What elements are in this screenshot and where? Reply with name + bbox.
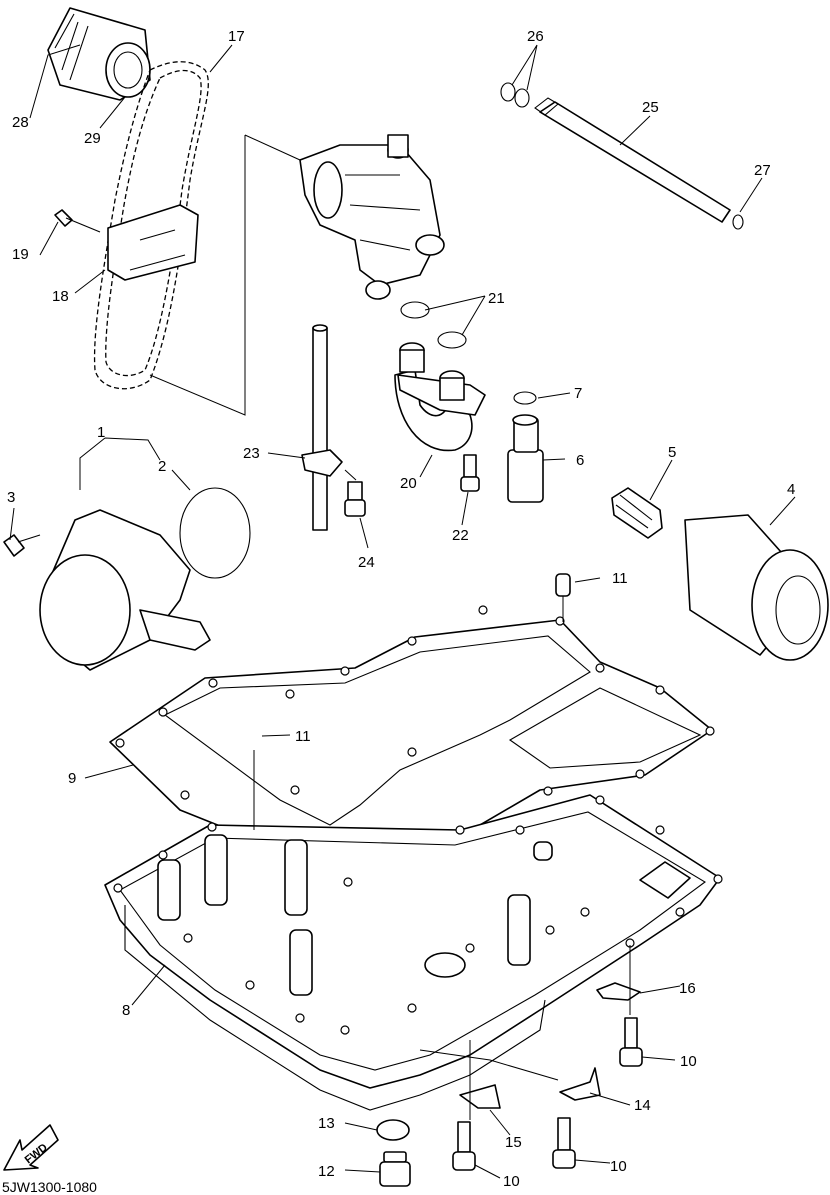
cooler-bolt (3, 534, 41, 557)
drain-gasket (376, 1119, 410, 1141)
callout-29: 29 (84, 130, 101, 147)
bolt-10-lower (552, 1117, 576, 1169)
bolt-10-right (619, 1017, 643, 1067)
callout-27: 27 (754, 162, 771, 179)
callout-16: 16 (679, 980, 696, 997)
callout-13: 13 (318, 1115, 335, 1132)
oil-filter-cartridge (684, 514, 829, 661)
callout-17: 17 (228, 28, 245, 45)
callout-28: 28 (12, 114, 29, 131)
oil-pump-drive-chain (93, 61, 209, 390)
callout-18: 18 (52, 288, 69, 305)
callout-3: 3 (7, 489, 15, 506)
callout-8: 8 (122, 1002, 130, 1019)
callout-23: 23 (243, 445, 260, 462)
callout-19: 19 (12, 246, 29, 263)
hose-clamp-14 (559, 1067, 601, 1101)
callout-25: 25 (642, 99, 659, 116)
callout-14: 14 (634, 1097, 651, 1114)
forward-direction-badge: FWD (3, 1124, 59, 1171)
cooler-o-ring (179, 487, 251, 579)
oil-pump-drive-sprocket (47, 7, 151, 101)
pipe-end-o-rings (500, 82, 744, 230)
oil-pan (104, 794, 723, 1111)
callout-2: 2 (158, 458, 166, 475)
hose-clamp-16 (596, 982, 641, 1001)
callout-9: 9 (68, 770, 76, 787)
oil-pump-assembly (299, 134, 445, 300)
oil-filter-union-bolt (611, 487, 663, 539)
callout-21: 21 (488, 290, 505, 307)
callout-10-lower: 10 (610, 1158, 627, 1175)
callout-6: 6 (576, 452, 584, 469)
oil-strainer-pipe (301, 324, 343, 531)
relief-valve-o-ring (513, 391, 537, 405)
leader-lines (9, 44, 796, 1179)
oil-cooler (39, 509, 211, 671)
callout-11-upper: 11 (612, 570, 628, 587)
callout-26: 26 (527, 28, 544, 45)
callout-22: 22 (452, 527, 469, 544)
strainer-bolt (344, 481, 366, 517)
callout-1: 1 (97, 424, 105, 441)
drain-bolt (379, 1151, 411, 1187)
pipe-o-rings (400, 301, 467, 349)
callout-5: 5 (668, 444, 676, 461)
pipe-bolt (460, 454, 480, 492)
dowel-pin-upper (555, 573, 571, 597)
callout-7: 7 (574, 385, 582, 402)
callout-24: 24 (358, 554, 375, 571)
hose-clamp-15 (459, 1084, 501, 1109)
callout-20: 20 (400, 475, 417, 492)
bolt-10-mid (452, 1121, 476, 1171)
callout-labels: 1 2 3 4 5 6 7 8 9 10 10 10 11 11 12 13 1… (7, 28, 795, 1190)
callout-10-mid: 10 (503, 1173, 520, 1190)
callout-15: 15 (505, 1134, 522, 1151)
callout-4: 4 (787, 481, 795, 498)
drawing-code: 5JW1300-1080 (2, 1179, 97, 1195)
callout-10-right: 10 (680, 1053, 697, 1070)
guide-bolt (54, 209, 101, 233)
chain-guide (107, 204, 199, 281)
relief-valve (507, 414, 544, 503)
oil-delivery-pipe (394, 342, 486, 452)
callout-11-lower: 11 (295, 728, 311, 745)
oil-delivery-pipe-long (534, 97, 731, 223)
callout-12: 12 (318, 1163, 335, 1180)
